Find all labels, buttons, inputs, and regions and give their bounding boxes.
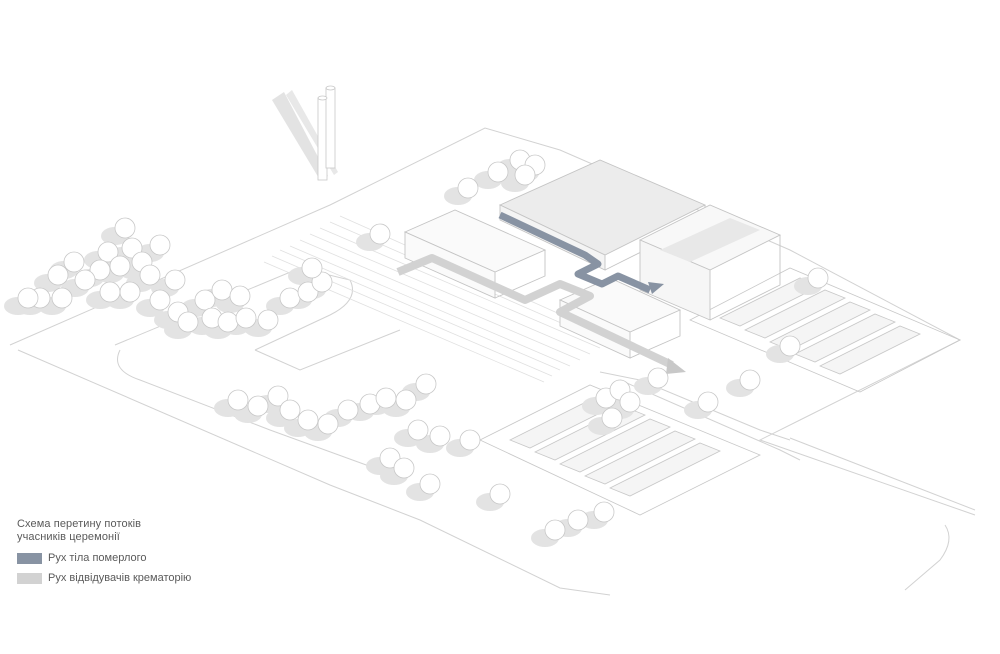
chimney	[272, 85, 338, 181]
tree	[514, 164, 536, 186]
tree	[567, 509, 589, 531]
tree	[51, 287, 73, 309]
tree	[407, 419, 429, 441]
visitor-flow-arrow	[666, 358, 686, 374]
legend-swatch-visitors	[17, 572, 42, 584]
trees-group	[4, 149, 829, 547]
tree	[227, 389, 249, 411]
tree	[149, 289, 171, 311]
tree	[601, 407, 623, 429]
tree	[369, 223, 391, 245]
tree	[164, 269, 186, 291]
tree	[739, 369, 761, 391]
legend-item-visitors: Рух відвідувачів крематорію	[17, 572, 191, 584]
tree	[74, 269, 96, 291]
tree	[99, 281, 121, 303]
legend-title-line2: учасників церемонії	[17, 531, 120, 543]
body-flow-path	[498, 211, 652, 294]
tree	[429, 425, 451, 447]
tree	[375, 387, 397, 409]
tree	[279, 287, 301, 309]
tree	[489, 483, 511, 505]
tree	[194, 289, 216, 311]
tree	[457, 177, 479, 199]
legend-swatch-body	[17, 552, 42, 564]
tree	[89, 259, 111, 281]
tree	[267, 385, 289, 407]
tree	[415, 373, 437, 395]
tree	[63, 251, 85, 273]
site-outline	[9, 127, 976, 596]
tree	[257, 309, 279, 331]
body-flow-arrow	[648, 282, 664, 294]
tree	[301, 257, 323, 279]
tree	[211, 279, 233, 301]
legend: Схема перетину потоків учасників церемон…	[17, 518, 191, 584]
legend-title-line1: Схема перетину потоків	[17, 518, 142, 530]
tree	[97, 241, 119, 263]
tree	[395, 389, 417, 411]
tree	[114, 217, 136, 239]
tree	[17, 287, 39, 309]
tree	[229, 285, 251, 307]
tree	[419, 473, 441, 495]
tree	[247, 395, 269, 417]
legend-label-visitors: Рух відвідувачів крематорію	[48, 572, 192, 584]
tree	[647, 367, 669, 389]
tree	[459, 429, 481, 451]
tree	[337, 399, 359, 421]
tree	[217, 311, 239, 333]
tree	[235, 307, 257, 329]
tree	[593, 501, 615, 523]
tree	[47, 264, 69, 286]
legend-title: Схема перетину потоків учасників церемон…	[17, 518, 191, 544]
tree	[139, 264, 161, 286]
tree	[109, 255, 131, 277]
tree	[544, 519, 566, 541]
columbarium-right	[689, 267, 961, 393]
legend-item-body: Рух тіла померлого	[17, 552, 191, 564]
tree	[119, 281, 141, 303]
tree	[149, 234, 171, 256]
tree	[297, 409, 319, 431]
tree	[177, 311, 199, 333]
tree	[697, 391, 719, 413]
tree	[393, 457, 415, 479]
tree	[487, 161, 509, 183]
tree	[807, 267, 829, 289]
tree	[619, 391, 641, 413]
legend-label-body: Рух тіла померлого	[48, 552, 147, 564]
tree	[317, 413, 339, 435]
visitor-flow-path	[396, 254, 674, 369]
tree	[279, 399, 301, 421]
tree	[779, 335, 801, 357]
